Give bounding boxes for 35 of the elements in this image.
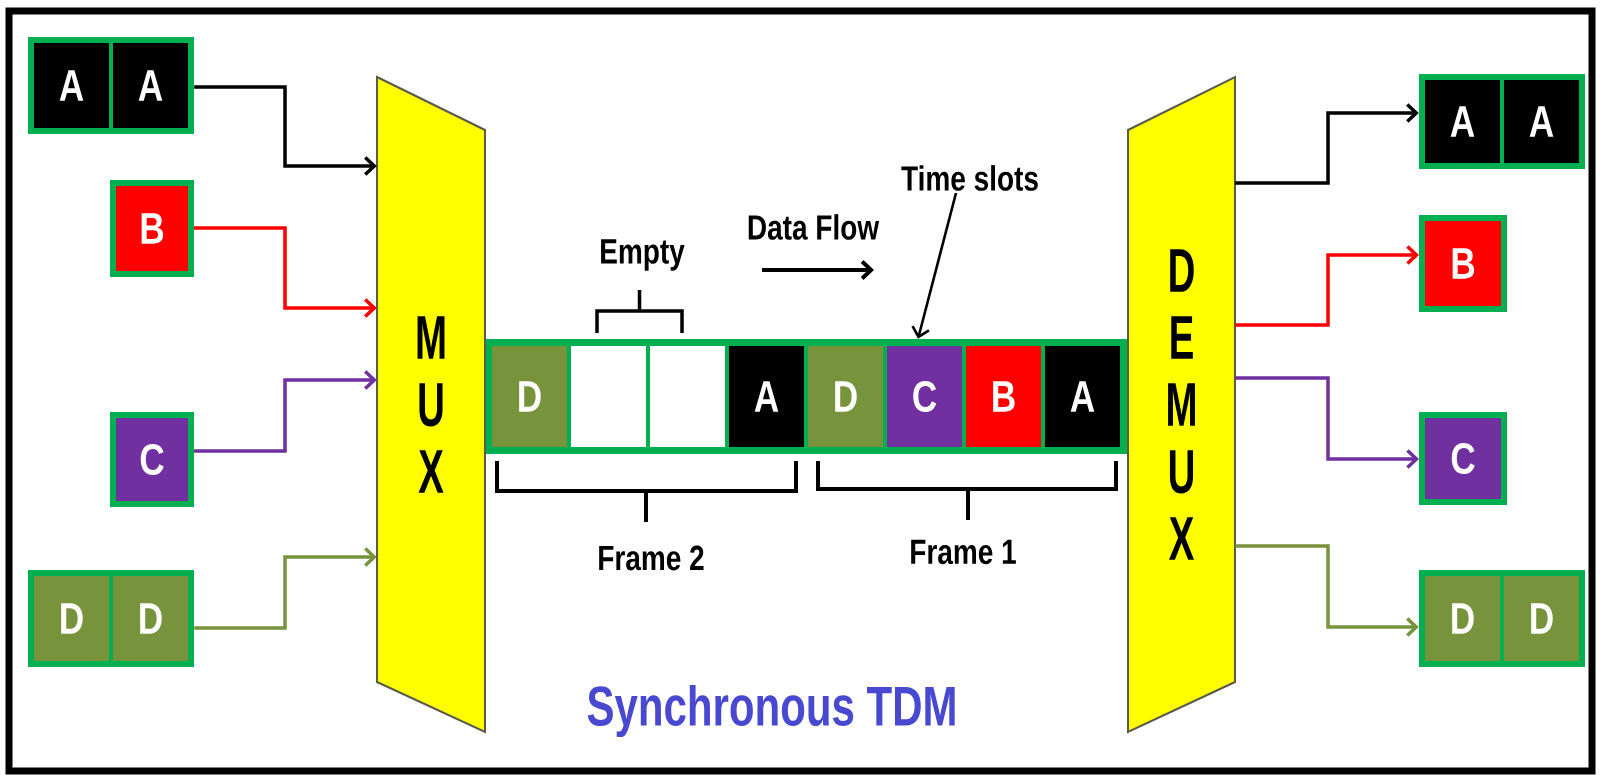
data-unit: A [34, 43, 109, 128]
bracket-label: Frame 1 [911, 539, 1016, 565]
data-unit: D [1425, 576, 1500, 661]
direction-label: Data Flow [748, 214, 880, 240]
time-slot: A [729, 346, 804, 447]
arrow [194, 226, 377, 318]
data-unit: A [1425, 80, 1500, 163]
time-slot: B [966, 346, 1041, 447]
time-slot: C [887, 346, 962, 447]
data-unit: C [1419, 412, 1507, 505]
arrow [1235, 544, 1419, 637]
bracket-label: Frame 2 [599, 545, 704, 571]
data-unit: A [1504, 80, 1579, 163]
data-unit: D [1504, 576, 1579, 661]
arrow [1235, 245, 1419, 327]
callout-label: Time slots [901, 165, 1038, 191]
arrow [1235, 376, 1419, 469]
data-unit: A [113, 43, 188, 128]
arrow [194, 370, 377, 453]
bracket-label: Empty [601, 239, 685, 271]
empty-slot [650, 346, 725, 447]
time-slot: D [492, 346, 567, 447]
arrow [194, 85, 377, 176]
time-slot: D [808, 346, 883, 447]
data-unit: D [34, 576, 109, 661]
empty-slot [571, 346, 646, 447]
time-slot: A [1045, 346, 1120, 447]
arrow [194, 547, 377, 630]
data-unit: D [113, 576, 188, 661]
data-unit: B [110, 180, 194, 277]
arrow [1235, 103, 1419, 185]
title: Synchronous TDM [587, 684, 955, 738]
data-unit: C [110, 412, 194, 507]
arrow [911, 192, 958, 339]
data-unit: B [1419, 215, 1507, 312]
